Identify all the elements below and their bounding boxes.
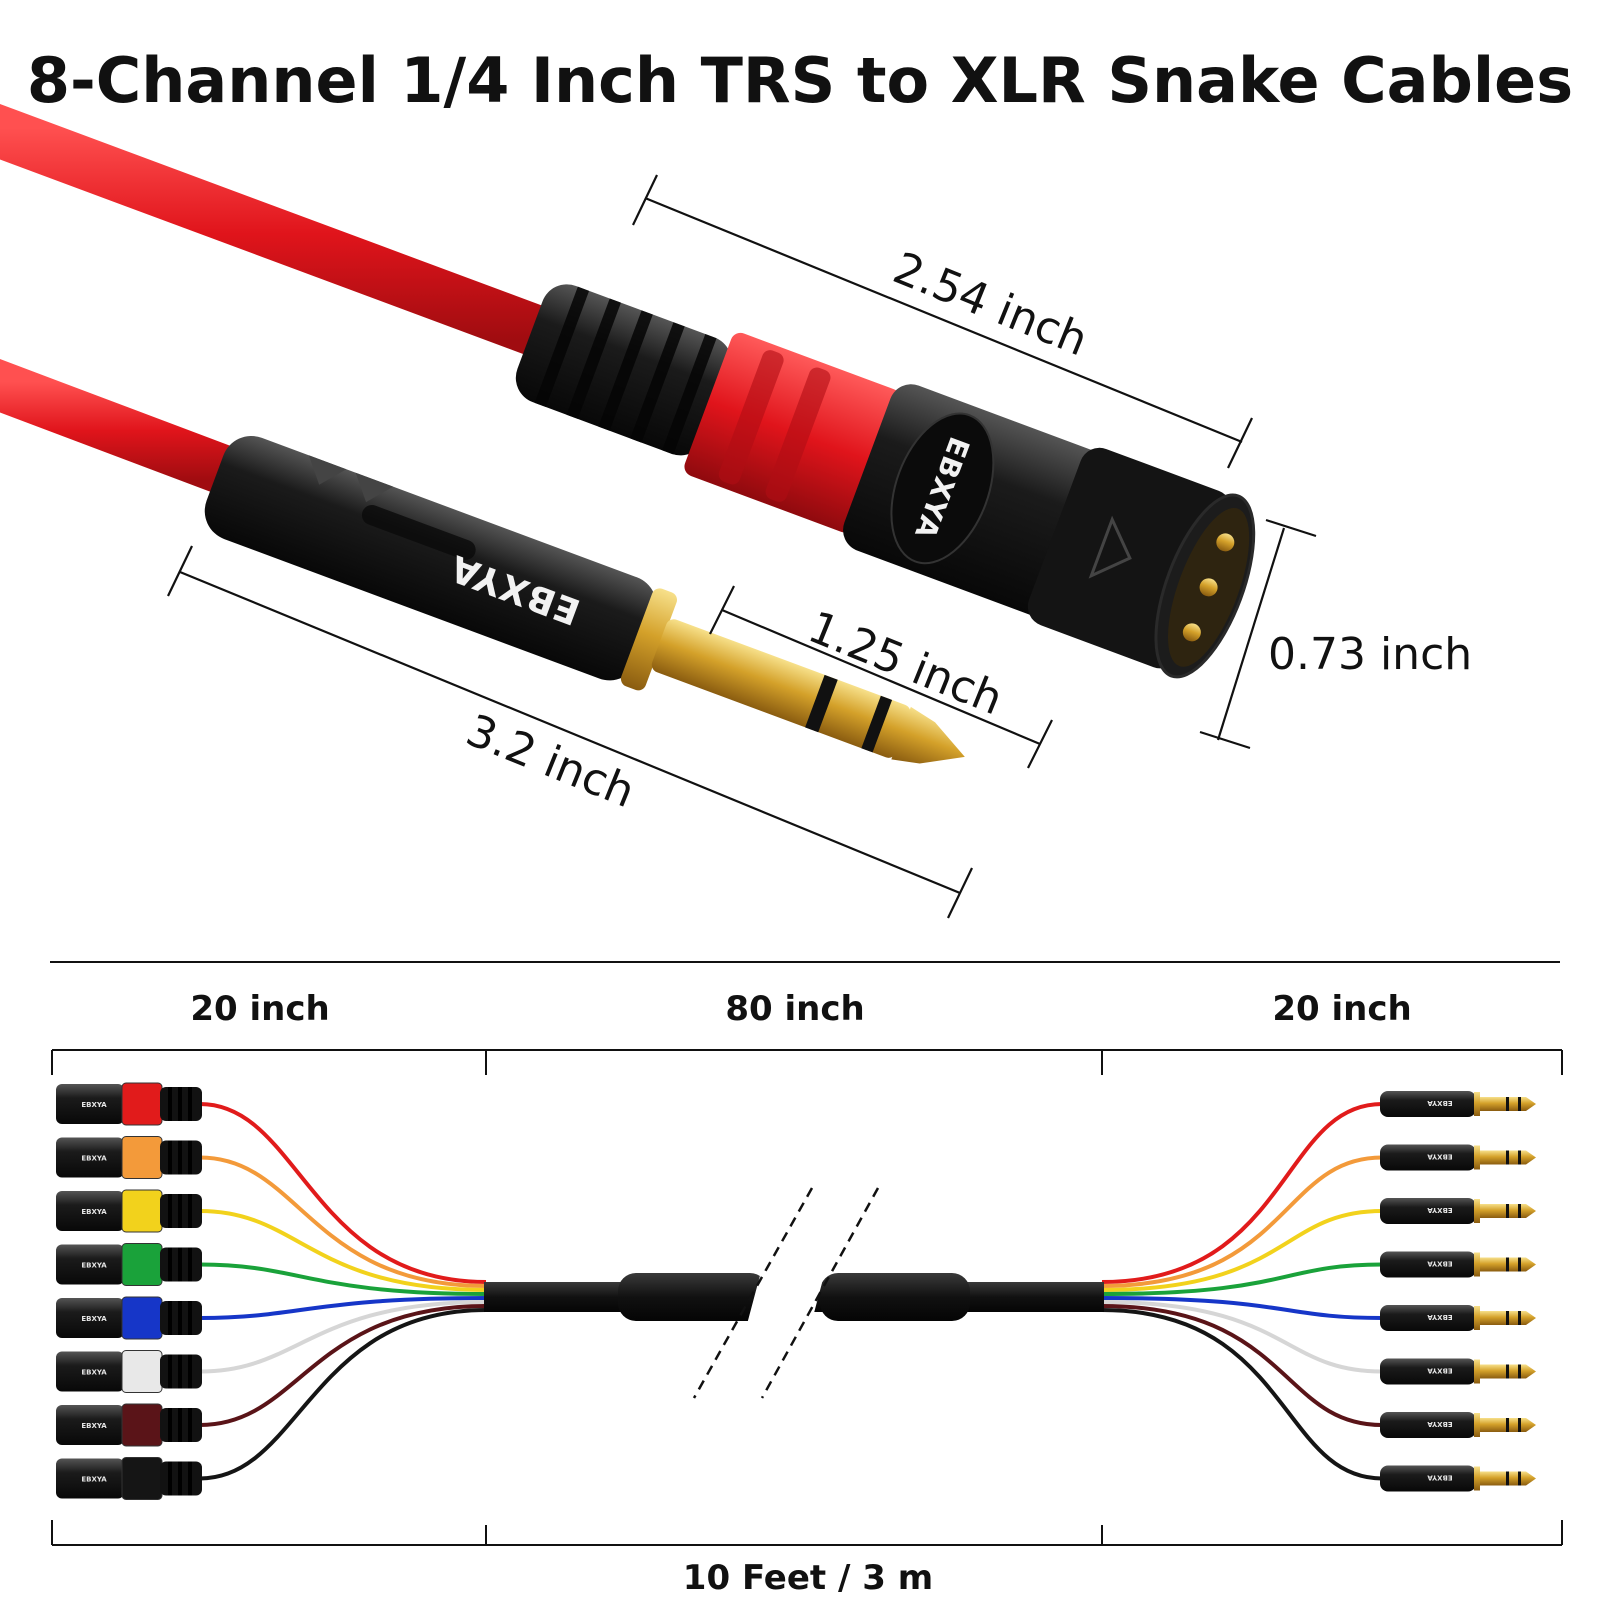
total-length-label: 10 Feet / 3 m: [683, 1558, 933, 1598]
trs-small-brand-label: EBXYA: [1427, 1420, 1453, 1428]
xlr-connector: EBXYA: [515, 284, 1256, 679]
trs-small-brand-label: EBXYA: [1427, 1260, 1453, 1268]
xlr-small-brand-label: EBXYA: [81, 1369, 107, 1377]
trs-plug-small: EBXYA: [1380, 1465, 1536, 1492]
xlr-connector-small: EBXYA: [56, 1403, 202, 1447]
segment-right-label: 20 inch: [1272, 989, 1411, 1029]
right-wire: [1101, 1102, 1383, 1284]
top-bracket: [51, 1049, 1563, 1075]
xlr-connector-column: EBXYA EBXYA EBXYA EBXYA EBXYA EBXYA EBXYA EBXYA: [56, 1082, 202, 1500]
segment-middle-label: 80 inch: [725, 989, 864, 1029]
trs-plug-small: EBXYA: [1380, 1412, 1536, 1438]
left-wire: [199, 1304, 487, 1427]
left-wire: [199, 1209, 487, 1292]
trs-plug-small: EBXYA: [1380, 1144, 1536, 1171]
xlr-small-brand-label: EBXYA: [81, 1101, 107, 1109]
trs-small-brand-label: EBXYA: [1427, 1153, 1453, 1161]
xlr-small-brand-label: EBXYA: [81, 1476, 107, 1484]
xlr-connector-small: EBXYA: [56, 1136, 202, 1179]
main-cable: [484, 1187, 1104, 1399]
xlr-small-brand-label: EBXYA: [81, 1262, 107, 1270]
dim-xlr-length-label: 2.54 inch: [886, 243, 1094, 367]
left-wire: [199, 1308, 487, 1481]
break-mark-right: [760, 1187, 880, 1399]
break-mark-left: [692, 1187, 814, 1399]
dim-xlr-diameter: 0.73 inch: [1199, 518, 1472, 750]
xlr-small-brand-label: EBXYA: [81, 1155, 107, 1163]
right-wire: [1101, 1304, 1383, 1427]
xlr-logo-badge: [890, 412, 995, 565]
left-wire: [199, 1262, 487, 1296]
trs-small-brand-label: EBXYA: [1427, 1206, 1453, 1214]
red-cable-lower: [0, 359, 259, 504]
trs-plug-small: EBXYA: [1380, 1251, 1536, 1278]
page-title: 8-Channel 1/4 Inch TRS to XLR Snake Cabl…: [27, 44, 1573, 117]
xlr-gold-pins: [1182, 533, 1235, 642]
right-sleeve: [820, 1273, 970, 1321]
right-wire: [1101, 1296, 1383, 1320]
xlr-connector-small: EBXYA: [56, 1457, 202, 1500]
xlr-connector-small: EBXYA: [56, 1082, 202, 1126]
xlr-small-brand-label: EBXYA: [81, 1315, 107, 1323]
trs-grip-notches: [308, 455, 394, 503]
trs-plug-small: EBXYA: [1380, 1305, 1536, 1331]
left-wire: [199, 1296, 487, 1320]
xlr-connector-small: EBXYA: [56, 1189, 202, 1233]
left-wire: [199, 1102, 487, 1284]
left-wire: [199, 1155, 487, 1288]
left-sleeve: [618, 1273, 768, 1321]
right-wire: [1101, 1262, 1383, 1296]
trs-plug-small: EBXYA: [1380, 1198, 1536, 1224]
trs-connector: EBXYA: [204, 435, 965, 764]
bottom-bracket: [51, 1520, 1563, 1546]
xlr-connector-small: EBXYA: [56, 1296, 202, 1340]
dim-xlr-diameter-label: 0.73 inch: [1268, 629, 1472, 680]
fanout-wires: [199, 1102, 1383, 1481]
trs-plug-column: EBXYA EBXYA EBXYA EBXYA EBXYA EBXYA EBXYA EBXYA: [1380, 1091, 1536, 1492]
xlr-small-brand-label: EBXYA: [81, 1208, 107, 1216]
xlr-connector-small: EBXYA: [56, 1350, 202, 1393]
xlr-small-brand-label: EBXYA: [81, 1422, 107, 1430]
right-wire: [1101, 1155, 1383, 1288]
right-wire: [1101, 1300, 1383, 1374]
dim-trs-length-label: 3.2 inch: [459, 705, 641, 818]
trs-small-brand-label: EBXYA: [1427, 1367, 1453, 1375]
segment-left-label: 20 inch: [190, 989, 329, 1029]
right-wire: [1101, 1308, 1383, 1481]
trs-small-brand-label: EBXYA: [1427, 1313, 1453, 1321]
right-wire: [1101, 1209, 1383, 1292]
trs-small-brand-label: EBXYA: [1427, 1474, 1453, 1482]
xlr-connector-small: EBXYA: [56, 1243, 202, 1286]
red-cable-upper: [0, 103, 570, 365]
trs-plug-small: EBXYA: [1380, 1358, 1536, 1385]
trs-small-brand-label: EBXYA: [1427, 1099, 1453, 1107]
xlr-grip-ribs: [534, 286, 717, 455]
left-wire: [199, 1300, 487, 1374]
trs-plug-small: EBXYA: [1380, 1091, 1536, 1117]
